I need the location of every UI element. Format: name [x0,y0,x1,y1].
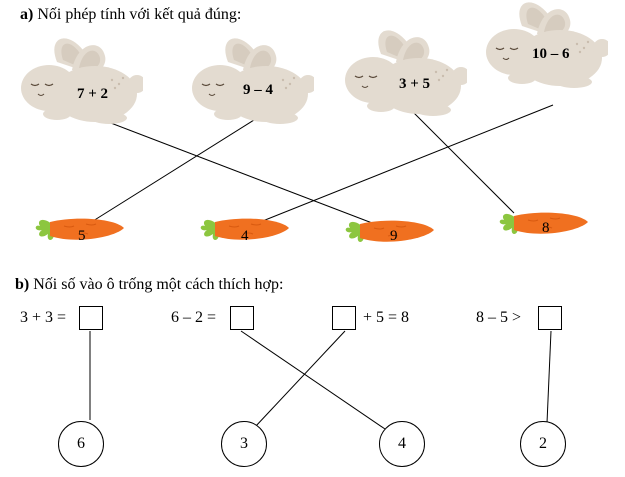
number-circle-4[interactable]: 4 [379,421,425,467]
rabbit-icon [191,37,314,125]
carrot-value: 8 [542,220,550,236]
rabbit-7-plus-2[interactable]: 7 + 2 [17,32,143,128]
rabbit-expression: 3 + 5 [399,76,431,92]
line-box3-circle3 [254,330,346,428]
rabbit-10-minus-6[interactable]: 10 – 6 [482,0,608,92]
line-rabbit4-carrot2 [249,104,554,227]
equation-1-text: 3 + 3 = [20,309,67,326]
number-circle-value: 3 [240,435,248,452]
line-box4-circle2 [546,330,552,424]
rabbit-3-plus-5[interactable]: 3 + 5 [341,24,467,120]
part-a-heading-text: Nối phép tính với kết quả đúng: [33,6,242,23]
part-b-heading-text: Nối số vào ô trống một cách thích hợp: [29,276,284,293]
answer-box-4[interactable] [538,306,562,330]
carrot-value: 5 [78,228,86,244]
carrot-value: 4 [241,228,249,244]
answer-box-2[interactable] [230,306,254,330]
number-circle-value: 4 [398,435,406,452]
equation-3-text: + 5 = 8 [363,309,410,326]
line-rabbit3-carrot4 [412,111,515,214]
number-circle-3[interactable]: 3 [221,421,267,467]
equation-2-text: 6 – 2 = [171,309,217,326]
equation-4-text: 8 – 5 > [476,309,522,326]
rabbit-expression: 10 – 6 [532,46,570,62]
carrot-5[interactable]: 5 [34,214,126,246]
part-a-label: a) [20,6,34,23]
number-circle-2[interactable]: 2 [520,421,566,467]
carrot-value: 9 [390,228,398,244]
part-a-heading: a) Nối phép tính với kết quả đúng: [20,6,241,24]
answer-box-1[interactable] [79,306,103,330]
line-box2-circle4 [240,330,386,430]
line-rabbit1-carrot3 [102,119,381,227]
part-b-label: b) [15,276,30,293]
rabbit-expression: 7 + 2 [77,86,109,102]
number-circle-6[interactable]: 6 [58,421,104,467]
answer-box-3[interactable] [332,306,356,330]
carrot-9[interactable]: 9 [344,216,436,248]
carrot-4[interactable]: 4 [199,214,291,246]
carrot-8[interactable]: 8 [498,208,590,240]
rabbit-icon [20,37,143,125]
rabbit-9-minus-4[interactable]: 9 – 4 [188,32,314,128]
part-b-heading: b) Nối số vào ô trống một cách thích hợp… [15,276,283,294]
rabbit-icon [344,29,467,117]
rabbit-expression: 9 – 4 [243,82,273,98]
number-circle-value: 2 [539,435,547,452]
number-circle-value: 6 [77,435,85,452]
line-rabbit2-carrot1 [84,114,263,227]
